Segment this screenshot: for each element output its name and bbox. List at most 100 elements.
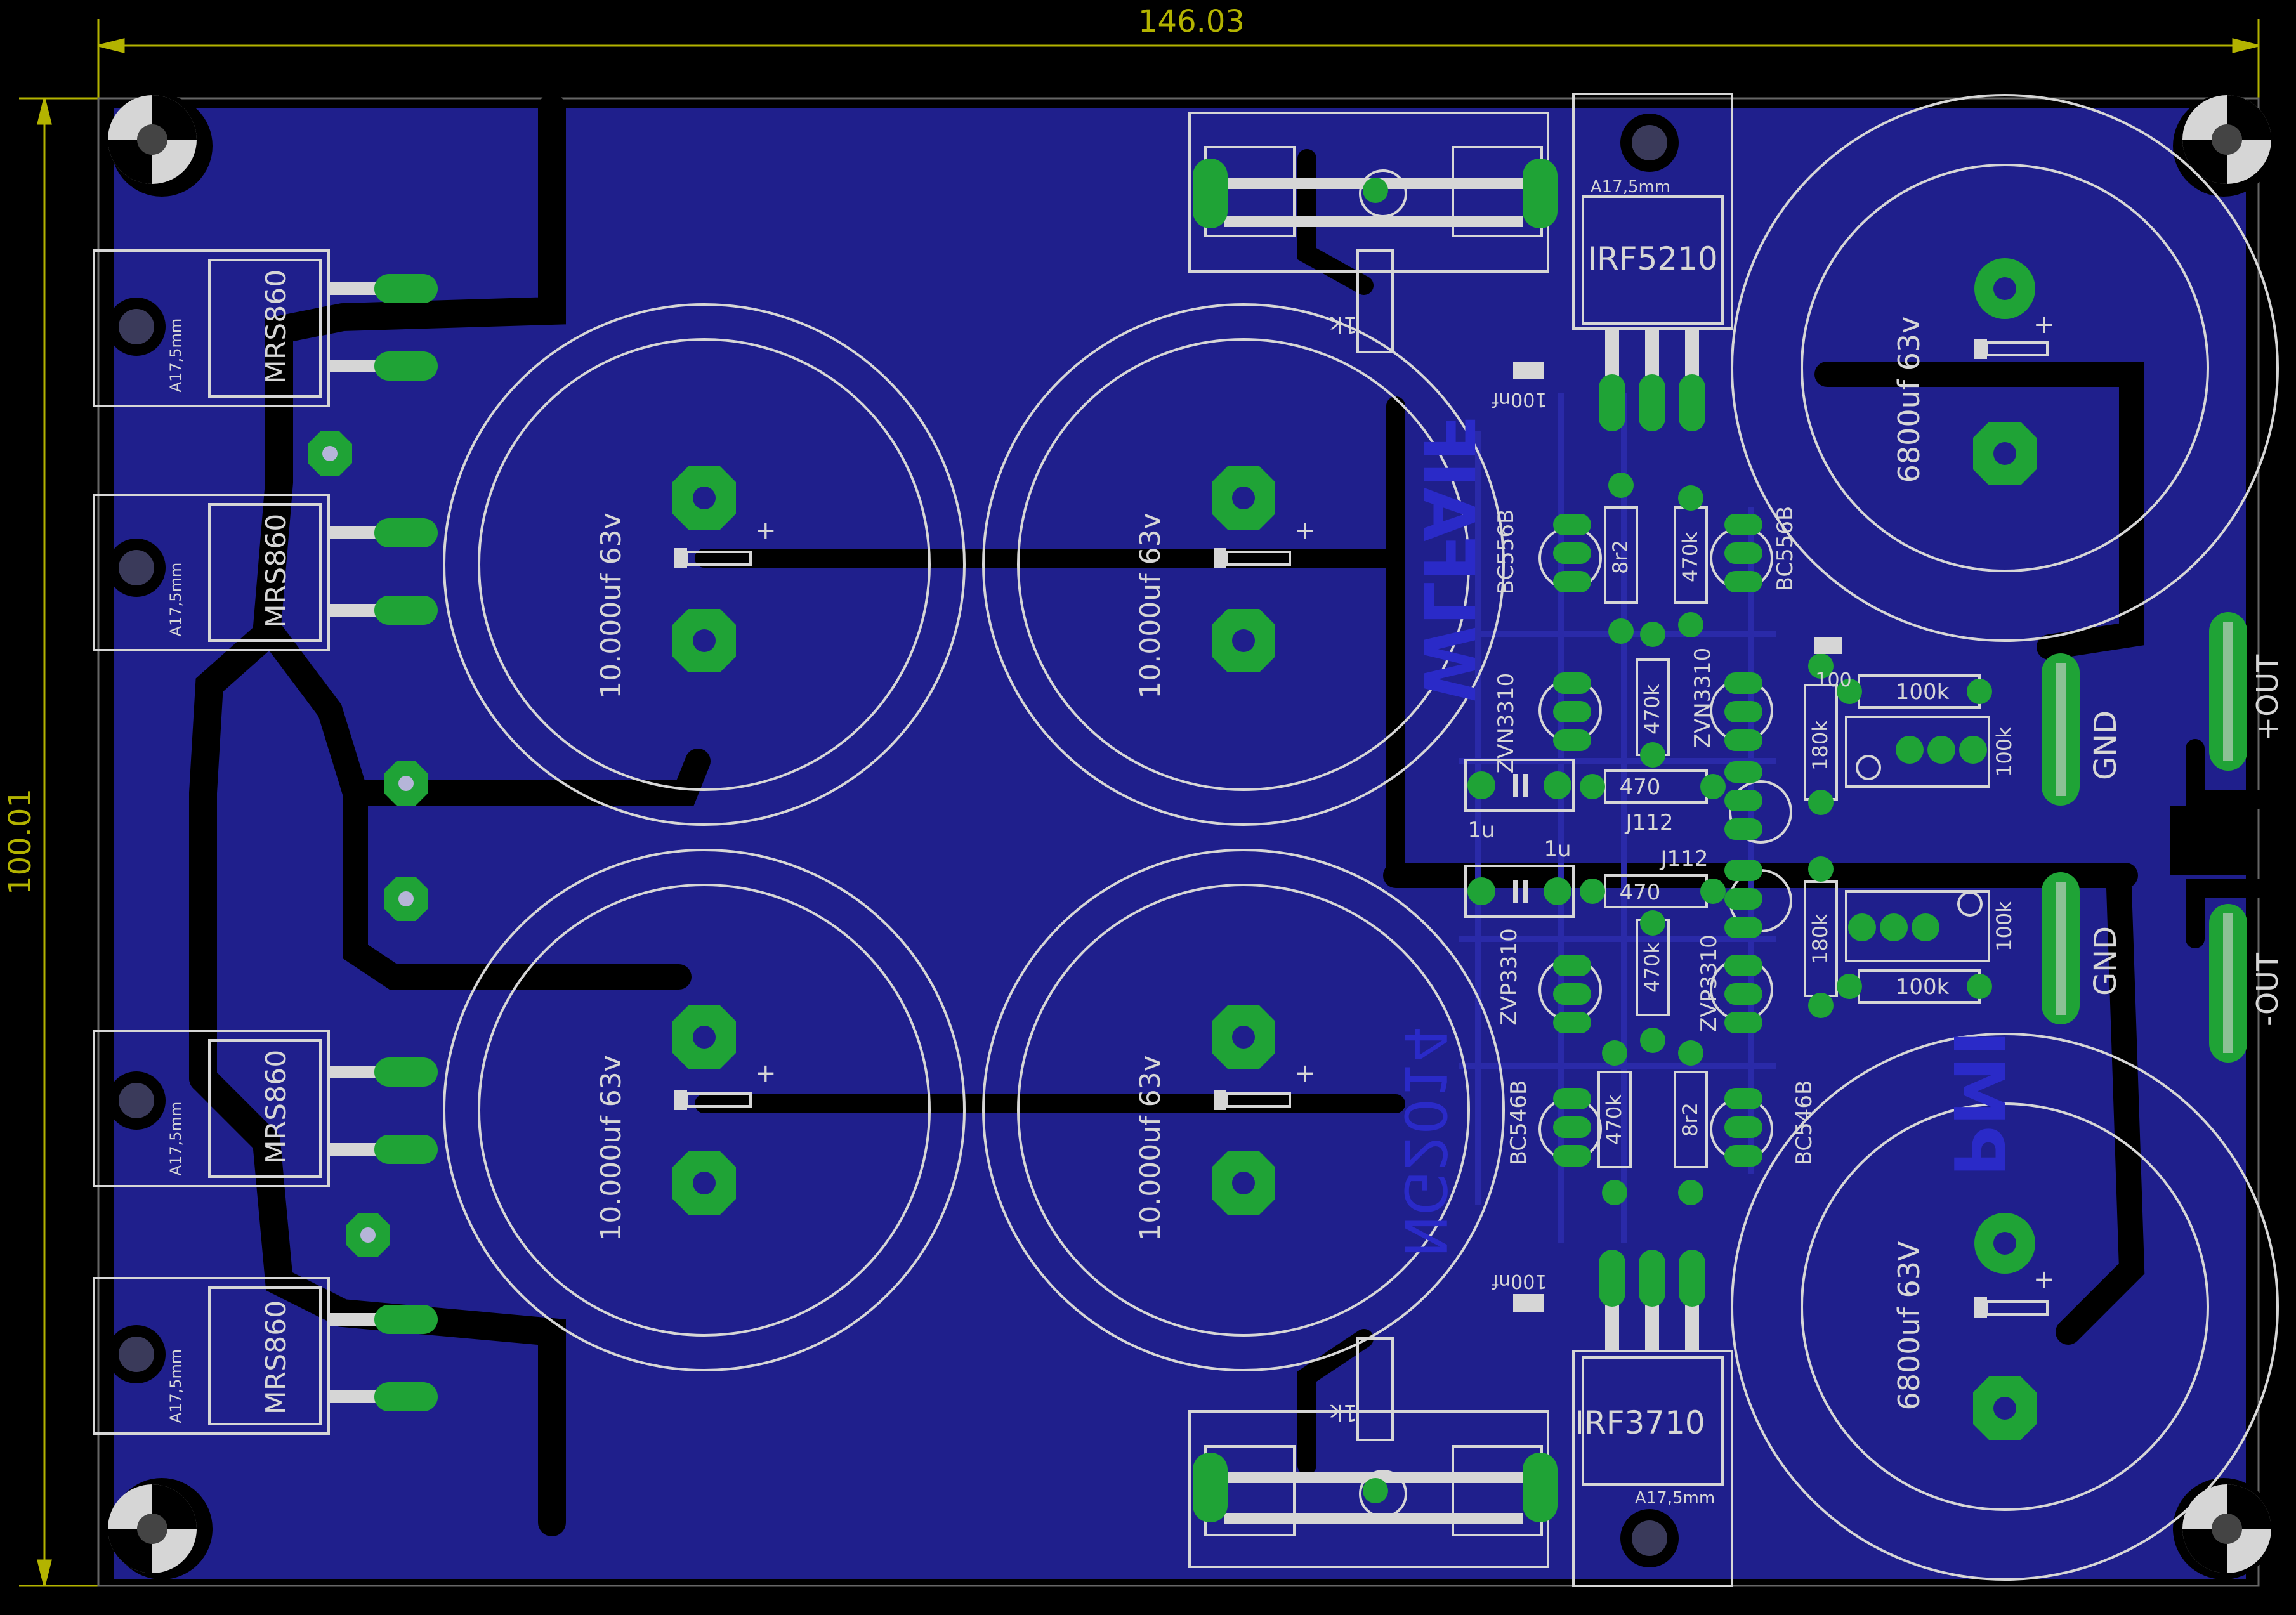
resistor-100k-bottom: 100k <box>1837 969 1992 1004</box>
output-capacitor-bottom: + 6800uf 63V <box>1731 1033 2279 1581</box>
resistor-8r2-top: 8r2 <box>1604 473 1638 644</box>
diode-d1: MRS860 A17,5mm <box>93 249 438 407</box>
trimmer-100k-bottom-label: 100k <box>1992 901 2016 951</box>
transistor-zvp-left-label: ZVP3310 <box>1497 928 1522 1026</box>
dimension-height <box>19 97 102 1587</box>
resistor-470k-mid-bottom-label: 470k <box>1640 942 1664 993</box>
dimension-width-label: 146.03 <box>1138 4 1245 39</box>
connector-gnd-top: GND <box>2042 653 2123 806</box>
capacitor-c4: + 10.000uf 63v <box>982 849 1505 1371</box>
transistor-zvn-left-label: ZVN3310 <box>1493 673 1519 774</box>
fuse-holder-top <box>1188 112 1558 273</box>
connector-out-positive-label: +OUT <box>2250 654 2285 741</box>
resistor-470k-top-label: 470k <box>1678 532 1702 582</box>
svg-text:+: + <box>1294 1059 1316 1088</box>
big-capacitors: + 10.000uf 63v + 10.000uf 63v + 10.000uf… <box>443 303 1505 1371</box>
diode-d3: MRS860 A17,5mm <box>93 1030 438 1187</box>
resistor-1k-top-label: 1k <box>1330 311 1358 337</box>
mount-hole-bottom-right <box>2173 1478 2274 1579</box>
cap-1u-top: 1u <box>1464 759 1575 843</box>
transistor-bc546b-left-label: BC546B <box>1506 1080 1532 1166</box>
diode-d3-label: MRS860 <box>260 1050 292 1164</box>
mount-hole-top-right <box>2173 95 2274 197</box>
resistor-100k-bottom-label: 100k <box>1896 974 1950 1000</box>
resistor-470k-bottom-label: 470k <box>1602 1094 1626 1145</box>
cap-100nf-top-label: 100nf <box>1491 388 1547 410</box>
cap-100nf-bottom: 100nf <box>1491 1270 1547 1312</box>
driver-resistors: 8r2 470k 470k 470 180k 100k <box>1580 473 2016 1205</box>
resistor-470-top: 470 <box>1580 769 1726 804</box>
trimmer-100k-bottom: 100k <box>1845 890 2016 962</box>
svg-text:+: + <box>755 1059 777 1088</box>
capacitor-c3: + 10.000uf 63v <box>443 849 966 1371</box>
resistor-1k-bottom: 1k <box>1330 1337 1394 1441</box>
diode-d2: MRS860 A17,5mm <box>93 494 438 651</box>
svg-text:+: + <box>755 516 777 546</box>
resistor-100k-top: 100k <box>1837 674 1992 709</box>
cap-100nf-top: 100nf <box>1491 362 1547 410</box>
capacitor-c2-label: 10.000uf 63v <box>1134 513 1167 698</box>
diode-d2-label: MRS860 <box>260 514 292 628</box>
resistor-470-top-label: 470 <box>1620 775 1661 800</box>
diode-d4-mount: A17,5mm <box>167 1349 185 1423</box>
mount-hole-bottom-left <box>108 1478 213 1579</box>
dimension-width <box>97 19 2260 101</box>
cap-100-top: 100 <box>1814 638 1852 691</box>
resistor-1k-top: 1k <box>1330 249 1394 353</box>
capacitor-c3-label: 10.000uf 63v <box>595 1055 627 1241</box>
connector-gnd-bottom: GND <box>2042 872 2123 1024</box>
cap-100nf-bottom-label: 100nf <box>1491 1270 1547 1292</box>
mosfet-top-mount: A17,5mm <box>1591 178 1670 197</box>
board-outline <box>97 97 2260 1587</box>
resistor-470-bottom: 470 <box>1580 874 1726 908</box>
isolation-gaps <box>189 94 2268 1536</box>
output-capacitor-top: + 6800uf 63v <box>1731 94 2279 642</box>
diode-d1-label: MRS860 <box>260 270 292 384</box>
connector-out-positive: +OUT <box>2209 612 2285 771</box>
cap-1u-bottom: 1u <box>1464 837 1575 918</box>
transistor-j112-bottom-label: J112 <box>1660 846 1709 872</box>
resistor-180k-top: 180k <box>1804 653 1838 815</box>
resistor-8r2-top-label: 8r2 <box>1608 540 1632 574</box>
resistor-8r2-bottom: 8r2 <box>1674 1040 1708 1205</box>
resistor-180k-bottom-label: 180k <box>1808 913 1832 964</box>
connector-out-negative-label: -OUT <box>2250 952 2285 1026</box>
copper-pour <box>114 108 2246 1579</box>
trimmer-100k-top: 100k <box>1845 716 2016 788</box>
transistor-zvn-right-label: ZVN3310 <box>1690 648 1715 749</box>
diode-d1-mount: A17,5mm <box>167 318 185 393</box>
output-capacitors: + 6800uf 63v + 6800uf 63V <box>1731 94 2279 1581</box>
vias <box>308 431 428 1257</box>
copper-text-middle: NG2014 <box>1391 1026 1458 1258</box>
transistor-bc556b-right-label: BC556B <box>1773 506 1798 592</box>
mount-hole-top-left <box>108 95 213 197</box>
connector-gnd-top-label: GND <box>2088 710 2123 780</box>
transistor-zvp-right-label: ZVP3310 <box>1696 934 1722 1032</box>
resistor-8r2-bottom-label: 8r2 <box>1678 1102 1702 1137</box>
mosfet-bottom-label: IRF3710 <box>1575 1404 1705 1441</box>
resistor-470-bottom-label: 470 <box>1620 880 1661 905</box>
resistor-100k-top-label: 100k <box>1896 679 1950 705</box>
resistor-470k-bottom: 470k <box>1597 1040 1632 1205</box>
svg-text:+: + <box>2033 310 2055 339</box>
diode-d2-mount: A17,5mm <box>167 563 185 637</box>
mosfet-top: A17,5mm IRF5210 <box>1572 93 1733 431</box>
transistor-j112-top-label: J112 <box>1625 810 1674 835</box>
output-capacitor-top-label: 6800uf 63v <box>1892 317 1926 483</box>
diode-d3-mount: A17,5mm <box>167 1102 185 1176</box>
cap-100-top-label: 100 <box>1815 669 1851 691</box>
transistor-bc546b-right-label: BC546B <box>1792 1080 1817 1166</box>
resistor-180k-bottom: 180k <box>1804 856 1838 1018</box>
connector-out-negative: -OUT <box>2209 904 2285 1062</box>
driver-transistor-pads <box>1553 514 1762 1167</box>
capacitor-c2: + 10.000uf 63v <box>982 303 1505 826</box>
svg-text:+: + <box>2033 1265 2055 1294</box>
svg-text:+: + <box>1294 516 1316 546</box>
capacitor-c1: + 10.000uf 63v <box>443 303 966 826</box>
trimmer-100k-top-label: 100k <box>1992 726 2016 777</box>
capacitor-c4-label: 10.000uf 63v <box>1134 1055 1167 1241</box>
dimension-height-label: 100.01 <box>3 788 38 895</box>
mosfet-bottom: IRF3710 A17,5mm <box>1572 1250 1733 1587</box>
mosfet-top-label: IRF5210 <box>1587 240 1718 277</box>
